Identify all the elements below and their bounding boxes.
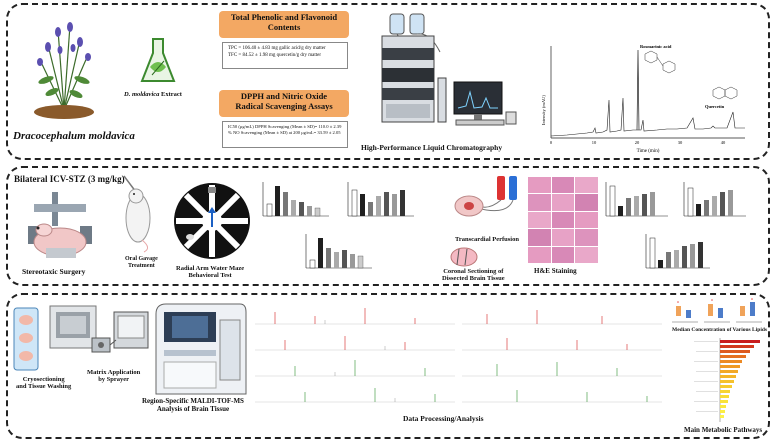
gavage-line1: Oral Gavage (125, 256, 158, 262)
panel-extract-characterization (6, 3, 770, 160)
chromatogram-chart: Intensity (mAU) Rosmarinic acid Querceti… (541, 44, 745, 154)
maze-label: Radial Arm Water Maze Behavioral Test (176, 265, 244, 279)
dpph-no-title: DPPH and Nitric Oxide Radical Scavenging… (219, 90, 349, 117)
mass-spectra-right (462, 310, 662, 403)
extract-label-species: D. moldavica (124, 91, 160, 98)
stereotaxic-label: Stereotaxic Surgery (22, 267, 86, 276)
rosmarinic-acid-label: Rosmarinic acid (640, 44, 672, 49)
quercetin-structure (712, 86, 738, 100)
cryostat-illustration (49, 305, 97, 349)
dpph-no-results: IC50 (μg/mL) DPPH Scavenging (Mean ± SD)… (222, 121, 348, 148)
tpc-tfc-results: TPC = 106.40 ± 4.83 mg gallic acid/g dry… (222, 42, 348, 69)
cryo-line2: and Tissue Washing (16, 383, 72, 391)
gavage-label: Oral Gavage Treatment (125, 256, 158, 269)
extract-label: D. moldavica Extract (124, 91, 182, 98)
lipid-boxplots (672, 298, 762, 323)
tfc-result: TFC = 84.52 ± 1.98 mg quercetin/g dry ma… (228, 53, 322, 58)
brain-section-illustration (450, 247, 478, 267)
metabolic-pathway-bars (694, 338, 760, 422)
histology-bar-chart-3 (645, 234, 710, 269)
matrix-label: Matrix Application by Sprayer (87, 369, 140, 383)
stz-model-label: Bilateral ICV-STZ (3 mg/kg) (14, 174, 125, 184)
coronal-line1: Coronal Sectioning of (443, 268, 504, 275)
chromatogram-xtick: 10 (592, 140, 597, 145)
maze-line2: Behavioral Test (188, 272, 232, 280)
behavior-bar-chart-3 (305, 234, 372, 269)
mass-spectra-left (255, 308, 455, 403)
histology-bar-chart-2 (683, 182, 746, 217)
panel-maldi-imaging (6, 293, 770, 439)
cryo-line1: Cryosectioning (22, 376, 65, 383)
tpc-result: TPC = 106.40 ± 4.83 mg gallic acid/g dry… (228, 46, 326, 51)
maldi-tof-instrument-illustration (155, 303, 247, 395)
gavage-mouse-illustration (123, 175, 151, 253)
phenolic-flavonoid-title: Total Phenolic and Flavonoid Contents (219, 11, 349, 38)
stereotaxic-frame-illustration (28, 192, 92, 258)
transcardial-perfusion-illustration (454, 176, 517, 217)
tissue-slide-illustration (13, 307, 39, 371)
chromatogram-trace (550, 97, 745, 137)
he-staining-grid (528, 177, 598, 263)
maldi-line1: Region-Specific MALDI-TOF-MS (142, 397, 244, 405)
ic50-result: IC50 (μg/mL) DPPH Scavenging (Mean ± SD)… (228, 124, 342, 129)
chromatogram-xtick: 40 (721, 140, 726, 145)
gavage-line2: Treatment (128, 262, 155, 269)
chromatogram-xtick: 20 (635, 140, 640, 145)
dpph-title-line2: Radical Scavenging Assays (235, 100, 333, 111)
phenolic-title-line1: Total Phenolic and Flavonoid (230, 12, 338, 22)
coronal-line2: Dissected Brain Tissue (442, 275, 505, 283)
chromatogram-xtick: 30 (678, 140, 683, 145)
chromatogram-xlabel: Time (min) (637, 149, 660, 154)
matrix-line1: Matrix Application (87, 369, 141, 376)
plant-name-label: Dracocephalum moldavica (13, 130, 135, 142)
behavior-bar-chart-1 (262, 182, 329, 217)
dpph-title-line1: DPPH and Nitric Oxide (240, 91, 328, 101)
rosmarinic-structure (644, 50, 676, 74)
matrix-line2: by Sprayer (98, 376, 130, 384)
phenolic-title-line2: Contents (267, 21, 301, 32)
hplc-label: High-Performance Liquid Chromatography (361, 143, 503, 152)
flask-icon (140, 38, 176, 82)
maldi-line2: Analysis of Brain Tissue (156, 404, 230, 413)
extract-label-rest: Extract (159, 91, 182, 98)
maze-line1: Radial Arm Water Maze (176, 265, 245, 272)
cryo-label: Cryosectioning and Tissue Washing (16, 376, 71, 390)
matrix-sprayer-illustration (91, 311, 149, 353)
pathways-label: Main Metabolic Pathways (684, 426, 763, 434)
hplc-instrument-illustration (381, 13, 517, 126)
data-processing-label: Data Processing/Analysis (403, 414, 484, 423)
histology-bar-chart-1 (605, 182, 668, 217)
no-result: % NO Scavenging (Mean ± SD) at 200 μg/mL… (228, 130, 341, 136)
behavior-bar-chart-2 (347, 182, 414, 217)
chromatogram-ylabel: Intensity (mAU) (541, 95, 546, 125)
maldi-label: Region-Specific MALDI-TOF-MS Analysis of… (142, 397, 244, 413)
perfusion-label: Transcardial Perfusion (455, 236, 519, 243)
he-staining-label: H&E Staining (534, 267, 577, 275)
quercetin-label: Quercetin (705, 104, 725, 109)
chromatogram-xtick: 0 (550, 140, 553, 145)
lipids-label: Median Concentration of Various Lipids (672, 327, 768, 333)
dracocephalum-plant-illustration (34, 22, 94, 119)
coronal-label: Coronal Sectioning of Dissected Brain Ti… (442, 268, 505, 282)
panel-in-vivo-study (6, 166, 770, 286)
radial-arm-maze-illustration (174, 183, 250, 259)
